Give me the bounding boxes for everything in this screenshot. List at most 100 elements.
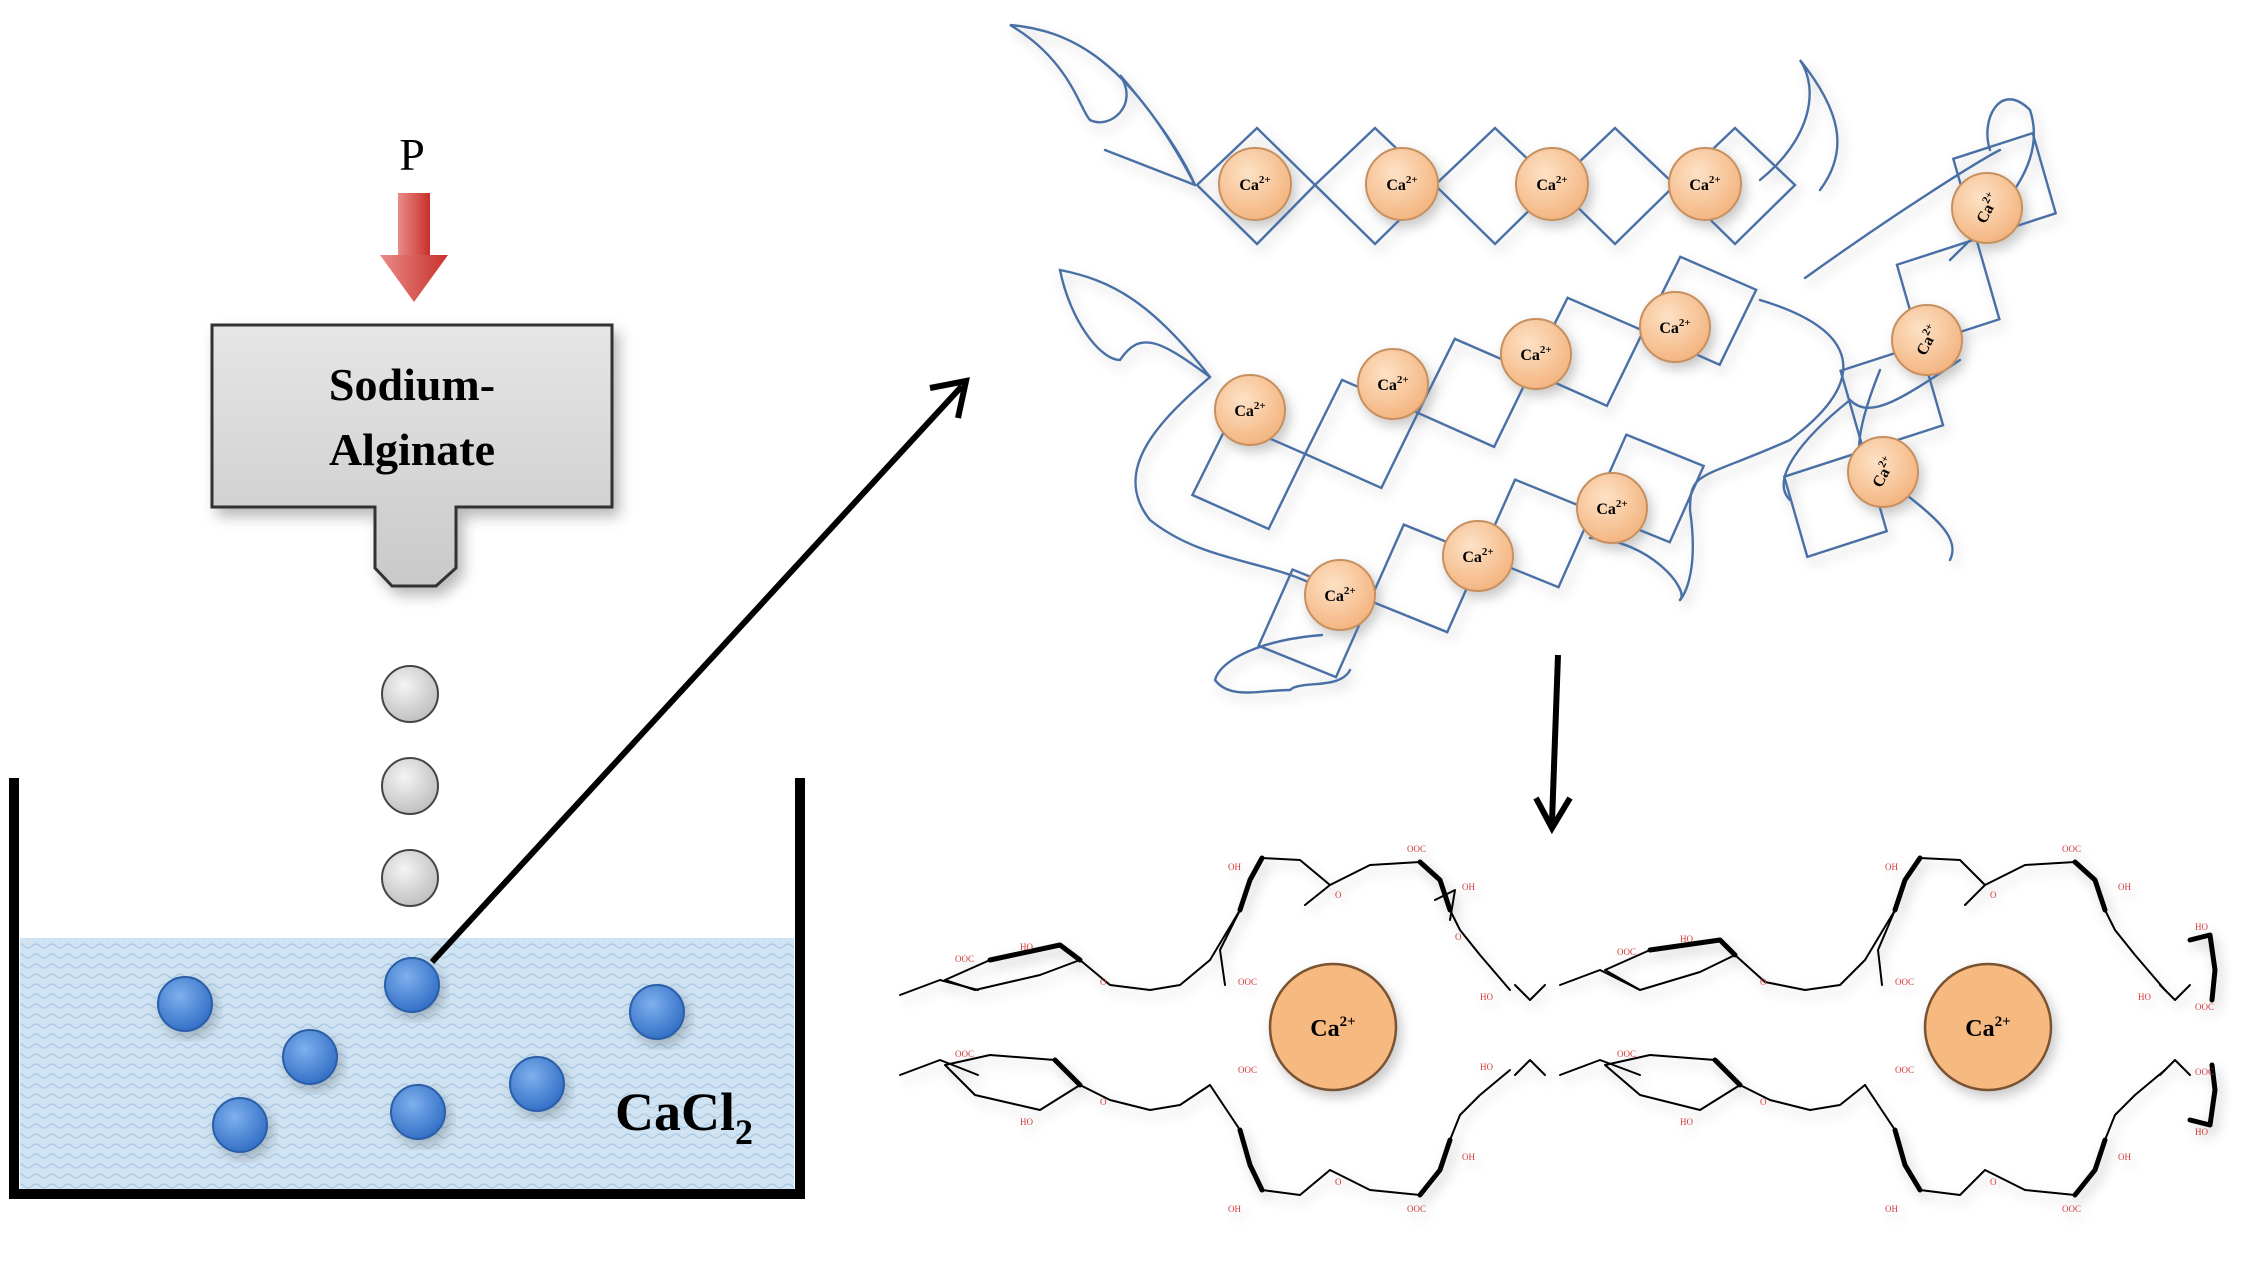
structure-calcium-ion-left: Ca2+	[1268, 962, 1398, 1092]
svg-text:O: O	[1455, 932, 1462, 942]
bath-label-formula: CaCl	[615, 1082, 735, 1142]
calcium-ion: Ca2+	[1576, 472, 1648, 544]
svg-text:HO: HO	[2195, 922, 2208, 932]
svg-text:OOC: OOC	[1238, 977, 1257, 987]
svg-text:OOC: OOC	[1617, 1049, 1636, 1059]
calcium-ion: Ca2+	[1668, 147, 1742, 221]
calcium-ion: Ca2+	[1357, 348, 1429, 420]
svg-text:OH: OH	[1462, 1152, 1475, 1162]
svg-text:OOC: OOC	[2062, 1204, 2081, 1214]
svg-text:O: O	[1335, 890, 1342, 900]
egg-box-model: Ca2+ Ca2+ Ca2+ Ca2+ Ca2+ Ca2+ Ca2+ Ca2+ …	[1009, 23, 2058, 694]
bead	[390, 1084, 446, 1140]
svg-text:O: O	[1335, 1177, 1342, 1187]
zoom-arrow	[429, 377, 970, 965]
calcium-ion: Ca2+	[1218, 147, 1292, 221]
svg-text:Ca2+: Ca2+	[1536, 174, 1567, 194]
svg-text:Ca2+: Ca2+	[1310, 1014, 1355, 1042]
calcium-ion: Ca2+	[1214, 374, 1286, 446]
svg-text:OH: OH	[2118, 1152, 2131, 1162]
bead	[157, 976, 213, 1032]
nozzle-label-line2: Alginate	[329, 424, 495, 475]
svg-text:OOC: OOC	[955, 954, 974, 964]
svg-text:OOC: OOC	[1407, 844, 1426, 854]
svg-text:OOC: OOC	[1895, 977, 1914, 987]
bath-label-subscript: 2	[735, 1112, 753, 1152]
bead	[212, 1097, 268, 1153]
calcium-ion: Ca2+	[1891, 304, 1963, 376]
svg-text:O: O	[1100, 977, 1107, 987]
svg-text:O: O	[1990, 1177, 1997, 1187]
bead	[282, 1029, 338, 1085]
egg-box-chain-4-ions: Ca2+ Ca2+ Ca2+	[1847, 172, 2023, 508]
svg-text:OOC: OOC	[2195, 1067, 2214, 1077]
svg-text:OOC: OOC	[2195, 1002, 2214, 1012]
svg-text:HO: HO	[1480, 992, 1493, 1002]
svg-text:Ca2+: Ca2+	[1234, 400, 1265, 420]
down-arrow	[1533, 654, 1573, 835]
svg-text:HO: HO	[1020, 1117, 1033, 1127]
svg-text:Ca2+: Ca2+	[1239, 174, 1270, 194]
svg-text:OOC: OOC	[955, 1049, 974, 1059]
svg-text:Ca2+: Ca2+	[1659, 317, 1690, 337]
svg-text:OH: OH	[1228, 862, 1241, 872]
alginate-beads	[157, 957, 685, 1153]
egg-box-chain-2-ions: Ca2+ Ca2+ Ca2+ Ca2+	[1214, 291, 1711, 446]
calcium-ion: Ca2+	[1442, 520, 1514, 592]
droplet	[381, 665, 439, 723]
svg-text:Ca2+: Ca2+	[1386, 174, 1417, 194]
bead	[384, 957, 440, 1013]
svg-text:Ca2+: Ca2+	[1689, 174, 1720, 194]
svg-text:HO: HO	[2195, 1127, 2208, 1137]
pressure-label: P	[399, 129, 425, 180]
egg-box-chain-4	[1782, 131, 2058, 559]
egg-box-chain-3-ions: Ca2+ Ca2+ Ca2+	[1304, 472, 1648, 631]
egg-box-chain-3	[1257, 433, 1706, 679]
calcium-ion: Ca2+	[1500, 318, 1572, 390]
svg-text:OH: OH	[1462, 882, 1475, 892]
svg-text:O: O	[1990, 890, 1997, 900]
svg-text:OOC: OOC	[2062, 844, 2081, 854]
svg-text:HO: HO	[2138, 992, 2151, 1002]
bead	[509, 1056, 565, 1112]
droplet	[381, 757, 439, 815]
calcium-ion: Ca2+	[1639, 291, 1711, 363]
svg-text:Ca2+: Ca2+	[1596, 498, 1627, 518]
svg-text:OOC: OOC	[1617, 947, 1636, 957]
svg-text:HO: HO	[1480, 1062, 1493, 1072]
svg-text:O: O	[1760, 1097, 1767, 1107]
svg-text:OOC: OOC	[1407, 1204, 1426, 1214]
alginate-calcium-structure: OOC HO O OH OOC O OOC OH O HO OOC HO O O…	[899, 844, 2218, 1214]
structure-calcium-ion-right: Ca2+	[1923, 962, 2053, 1092]
svg-text:OH: OH	[1885, 1204, 1898, 1214]
svg-text:Ca2+: Ca2+	[1520, 344, 1551, 364]
egg-box-chain-1	[1195, 126, 1797, 246]
svg-text:Ca2+: Ca2+	[1324, 585, 1355, 605]
egg-box-chain-1-ions: Ca2+ Ca2+ Ca2+ Ca2+	[1218, 147, 1742, 221]
bath-container	[9, 778, 805, 1199]
pressure-arrow	[380, 193, 448, 302]
svg-text:O: O	[1100, 1097, 1107, 1107]
svg-text:OOC: OOC	[1895, 1065, 1914, 1075]
falling-droplets	[381, 665, 439, 907]
calcium-ion: Ca2+	[1951, 172, 2023, 244]
svg-text:O: O	[1760, 977, 1767, 987]
svg-text:HO: HO	[1680, 1117, 1693, 1127]
svg-text:HO: HO	[1680, 934, 1693, 944]
bath-label: CaCl2	[615, 1082, 753, 1152]
svg-text:Ca2+: Ca2+	[1377, 374, 1408, 394]
calcium-ion: Ca2+	[1847, 436, 1919, 508]
svg-text:Ca2+: Ca2+	[1965, 1014, 2010, 1042]
nozzle-label-line1: Sodium-	[329, 359, 495, 410]
svg-text:OH: OH	[1885, 862, 1898, 872]
bead	[629, 984, 685, 1040]
svg-text:OH: OH	[1228, 1204, 1241, 1214]
pressure-label-group: P	[399, 129, 425, 180]
nozzle	[210, 323, 614, 588]
svg-text:OOC: OOC	[1238, 1065, 1257, 1075]
droplet	[381, 849, 439, 907]
svg-text:OH: OH	[2118, 882, 2131, 892]
svg-text:Ca2+: Ca2+	[1462, 546, 1493, 566]
calcium-ion: Ca2+	[1365, 147, 1439, 221]
